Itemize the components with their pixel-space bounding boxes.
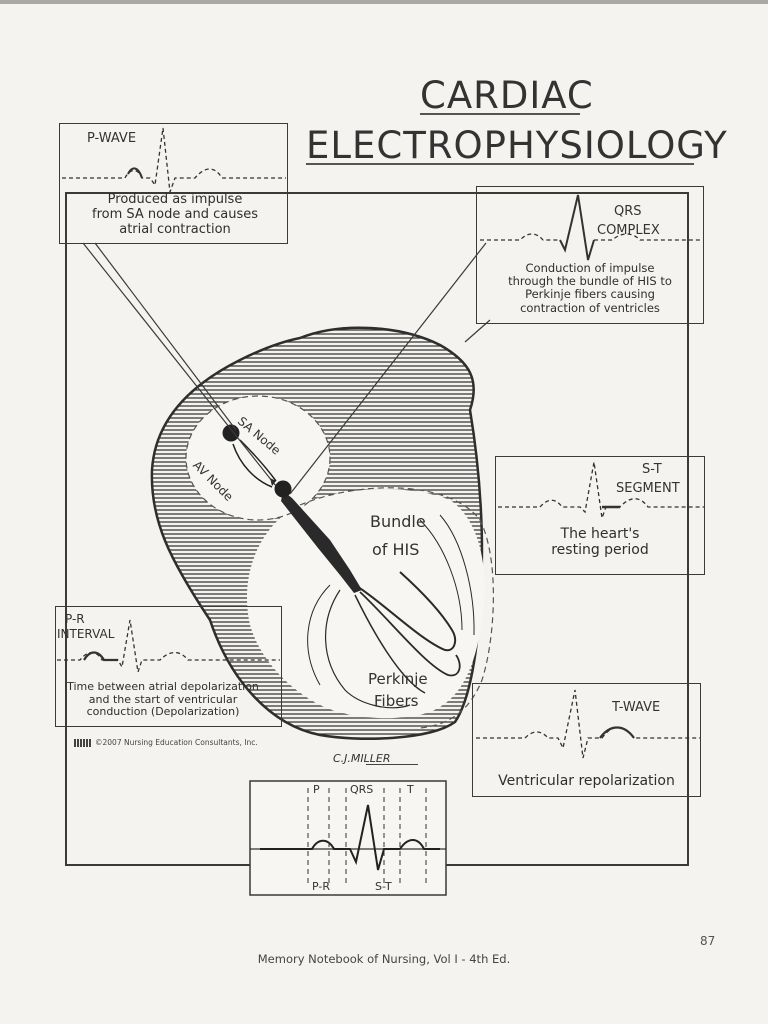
- av-node-dot: [274, 480, 292, 498]
- interval-label: INTERVAL: [57, 627, 115, 641]
- qrs-pointer-1: [289, 242, 487, 495]
- strip-pr-label: P-R: [312, 880, 331, 893]
- p-wave-pointer-1: [82, 242, 277, 487]
- purkinje-branch-4: [324, 589, 411, 709]
- title-underline-1: [420, 113, 580, 115]
- sa-to-av-arrow: [239, 439, 277, 482]
- sa-to-av-arrow-2: [232, 443, 273, 488]
- p-wave-pointer-2: [94, 242, 237, 431]
- qrs-desc-line-2: through the bundle of HIS to: [508, 274, 672, 289]
- pr-box: [55, 606, 282, 727]
- purkinje-branch-5: [307, 584, 331, 686]
- t-wave-label: T-WAVE: [612, 700, 661, 715]
- strip-p-label: P: [313, 783, 320, 796]
- p-wave-ecg: [62, 127, 286, 193]
- bottom-ecg-strip: [249, 780, 447, 896]
- bundle-label-2: of HIS: [372, 540, 420, 559]
- qrs-description: Conduction of impulse through the bundle…: [478, 261, 702, 315]
- signature-underline: [366, 764, 418, 765]
- scan-edge: [0, 0, 768, 4]
- title-underline-2: [306, 163, 694, 165]
- segment-label: SEGMENT: [616, 481, 680, 496]
- qrs-desc-line-4: contraction of ventricles: [520, 300, 660, 315]
- strip-st-label: S-T: [375, 880, 392, 893]
- pr-ecg: [57, 619, 280, 673]
- bundle-of-his-fibers: [281, 491, 362, 593]
- qrs-ecg: [480, 194, 702, 261]
- p-wave-box: [59, 123, 288, 244]
- copyright-notice: ©2007 Nursing Education Consultants, Inc…: [74, 738, 258, 747]
- qrs-label: QRS: [614, 204, 642, 219]
- pr-desc-line-1: Time between atrial depolarization: [67, 680, 259, 693]
- copyright-text: ©2007 Nursing Education Consultants, Inc…: [95, 738, 258, 747]
- ventricle-area: [246, 489, 485, 719]
- qrs-desc-line-1: Conduction of impulse: [525, 261, 655, 275]
- t-wave-description: Ventricular repolarization: [498, 773, 675, 789]
- purkinje-branch-1: [354, 571, 457, 652]
- st-label: S-T: [642, 462, 662, 477]
- p-wave-desc-line-2: from SA node and causes: [92, 206, 258, 222]
- st-ecg: [498, 461, 704, 519]
- perkinje-label-2: Fibers: [374, 692, 419, 710]
- st-desc-line-2: resting period: [551, 542, 649, 559]
- purkinje-branch-3: [354, 594, 426, 694]
- purkinje-branch-6: [419, 519, 463, 631]
- st-box: [495, 456, 705, 575]
- p-wave-desc-line-1: Produced as impulse: [107, 192, 243, 207]
- qrs-desc-line-3: Perkinje fibers causing: [525, 287, 655, 302]
- qrs-box: [476, 186, 704, 324]
- p-wave-description: Produced as impulse from SA node and cau…: [62, 192, 288, 238]
- st-description: The heart's resting period: [497, 526, 703, 558]
- strip-qrs-label: QRS: [350, 783, 374, 796]
- title-line-2: ELECTROPHYSIOLOGY: [306, 124, 728, 167]
- page-number: 87: [700, 934, 716, 948]
- perkinje-label-1: Perkinje: [368, 670, 428, 688]
- pr-desc-line-2: and the start of ventricular: [88, 692, 238, 706]
- title-line-1: CARDIAC: [420, 74, 594, 117]
- publisher-logo: [74, 738, 92, 747]
- pr-description: Time between atrial depolarization and t…: [56, 680, 270, 719]
- artist-signature: C.J.MILLER: [333, 752, 391, 765]
- complex-label: COMPLEX: [597, 223, 660, 238]
- st-desc-line-1: The heart's: [560, 526, 640, 542]
- t-wave-ecg: [476, 689, 700, 759]
- pr-label: P-R: [65, 612, 85, 626]
- t-wave-box: [472, 683, 701, 797]
- book-footer: Memory Notebook of Nursing, Vol I - 4th …: [257, 952, 511, 966]
- ventricle-dashed-outline: [299, 487, 494, 729]
- pr-desc-line-3: conduction (Depolarization): [86, 705, 240, 719]
- bundle-label-1: Bundle: [370, 512, 426, 531]
- p-wave-desc-line-3: atrial contraction: [119, 221, 231, 237]
- p-wave-label: P-WAVE: [87, 131, 137, 146]
- purkinje-branch-7: [439, 514, 475, 636]
- purkinje-branch-2: [359, 591, 461, 677]
- strip-t-label: T: [407, 783, 414, 796]
